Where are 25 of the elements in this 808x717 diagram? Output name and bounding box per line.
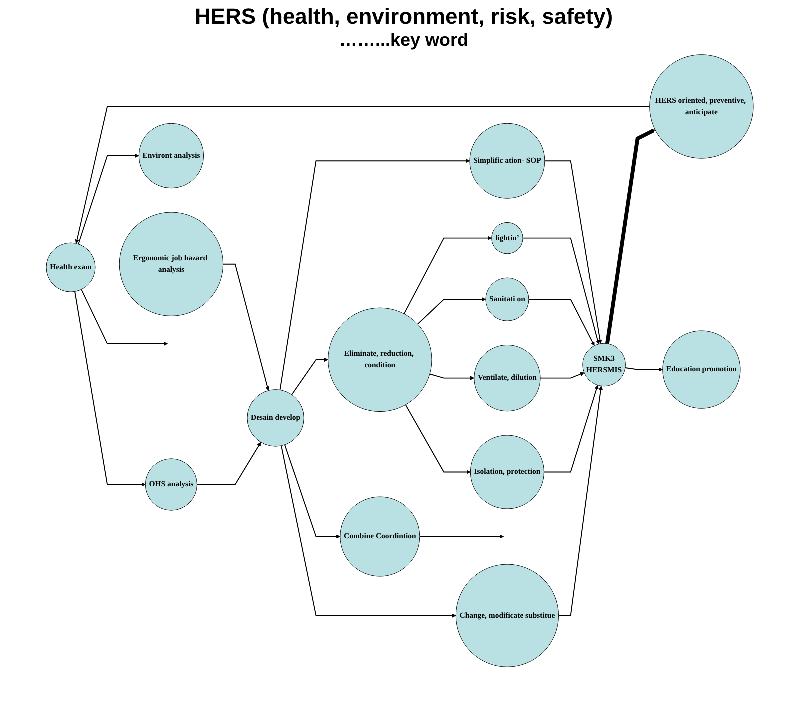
- arrow: [625, 368, 664, 372]
- arrow: [292, 358, 328, 396]
- arrow: [78, 154, 140, 245]
- arrow: [196, 442, 262, 486]
- arrow: [606, 129, 656, 344]
- arrow: [540, 372, 585, 379]
- arrow: [430, 374, 475, 380]
- arrow: [280, 158, 470, 391]
- arrow: [75, 106, 650, 244]
- arrow: [284, 444, 341, 539]
- arrow: [405, 404, 471, 474]
- arrow: [417, 297, 486, 325]
- diagram-title: HERS (health, environment, risk, safety): [194, 4, 614, 30]
- arrow: [558, 386, 604, 616]
- arrow: [528, 299, 595, 346]
- arrow: [222, 264, 270, 391]
- arrow: [544, 385, 599, 473]
- arrow: [522, 238, 600, 344]
- arrow: [74, 291, 146, 487]
- arrow: [544, 160, 602, 344]
- arrow: [281, 446, 456, 618]
- note-text: ……...key word: [338, 30, 470, 51]
- arrow: [419, 534, 504, 539]
- arrow: [81, 289, 168, 346]
- arrow: [404, 236, 492, 315]
